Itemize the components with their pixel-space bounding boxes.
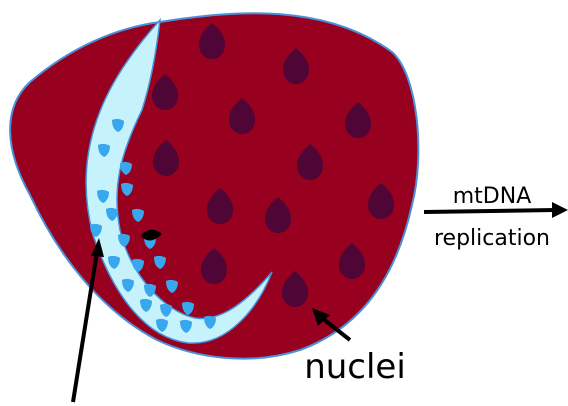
cell-body bbox=[10, 13, 418, 358]
replication-label: replication bbox=[434, 226, 550, 251]
mtdna-label: mtDNA bbox=[453, 184, 532, 209]
nuclei-label: nuclei bbox=[304, 347, 406, 387]
